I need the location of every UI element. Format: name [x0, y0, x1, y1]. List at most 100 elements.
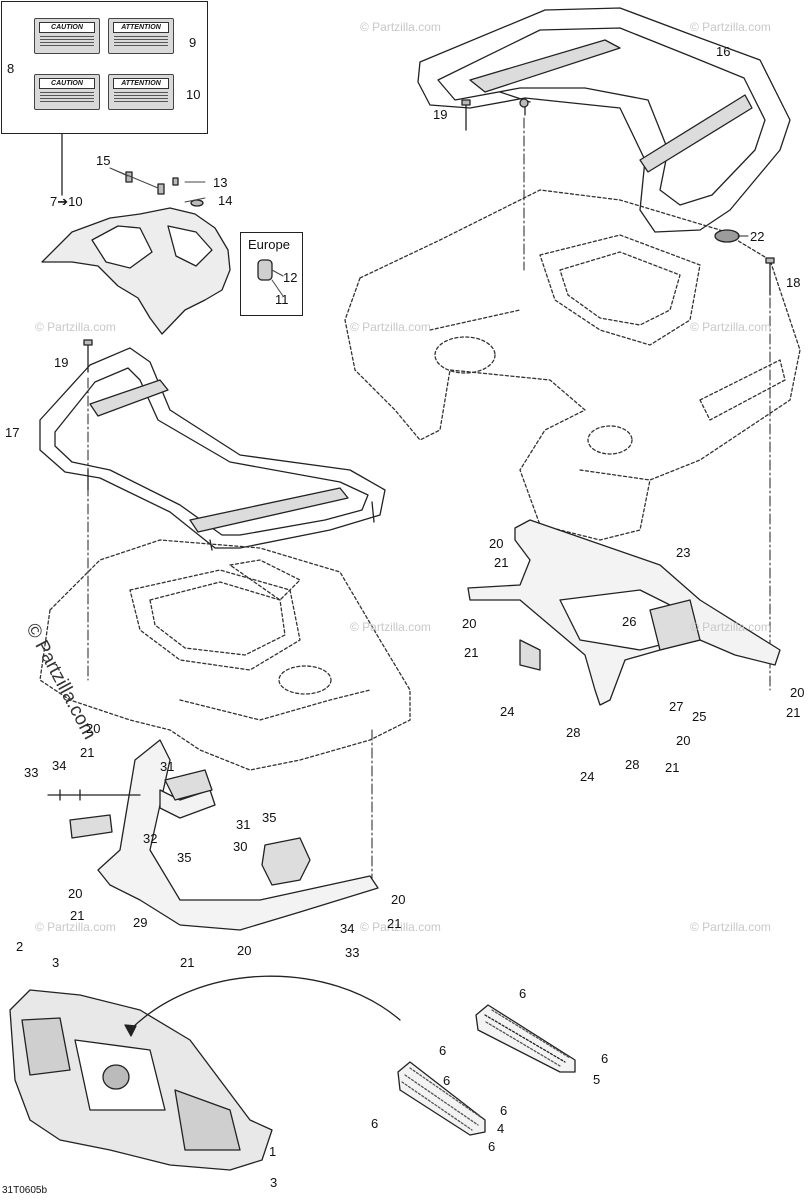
callout-16: 16: [716, 44, 731, 59]
callout-28: 28: [625, 757, 640, 772]
callout-12: 12: [283, 270, 298, 285]
callout-27: 27: [669, 699, 684, 714]
callout-20: 20: [68, 886, 83, 901]
callout-19: 19: [433, 107, 448, 122]
caution-decal-bottom: CAUTION: [34, 74, 100, 110]
callout-35: 35: [177, 850, 192, 865]
callout-9: 9: [189, 35, 197, 50]
callout-19: 19: [54, 355, 69, 370]
caution-decal-top: CAUTION: [34, 18, 100, 54]
watermark: © Partzilla.com: [360, 920, 441, 934]
callout-21: 21: [70, 908, 85, 923]
callout-6: 6: [601, 1051, 609, 1066]
callout-4: 4: [497, 1121, 505, 1136]
rear-fender: [344, 189, 801, 541]
callout-20: 20: [462, 616, 477, 631]
callout-10: 10: [186, 87, 201, 102]
callout-32: 32: [143, 831, 158, 846]
callout-33: 33: [345, 945, 360, 960]
watermark: © Partzilla.com: [690, 320, 771, 334]
callout-28: 28: [566, 725, 581, 740]
callout-8: 8: [7, 61, 15, 76]
callout-20: 20: [676, 733, 691, 748]
callout-17: 17: [5, 425, 20, 440]
callout-6: 6: [519, 986, 527, 1001]
bolt-18: [765, 257, 775, 296]
bolt-19-left: [83, 339, 93, 373]
watermark: © Partzilla.com: [350, 620, 431, 634]
callout-6: 6: [443, 1073, 451, 1088]
front-frame: [69, 739, 379, 931]
callout-13: 13: [213, 175, 228, 190]
bolt-19-top: [461, 99, 471, 131]
figure-code: 31T0605b: [2, 1185, 48, 1196]
callout-20: 20: [489, 536, 504, 551]
europe-variant-box: Europe: [240, 232, 303, 316]
callout-18: 18: [786, 275, 801, 290]
callout-24: 24: [580, 769, 595, 784]
callout-2: 2: [16, 939, 24, 954]
decal-title: CAUTION: [39, 78, 95, 89]
watermark: © Partzilla.com: [350, 320, 431, 334]
callout-20: 20: [86, 721, 101, 736]
callout-26: 26: [622, 614, 637, 629]
callout-21: 21: [80, 745, 95, 760]
decal-text-lines: [40, 36, 94, 48]
watermark: © Partzilla.com: [690, 20, 771, 34]
callout-6: 6: [500, 1103, 508, 1118]
callout-5: 5: [593, 1072, 601, 1087]
callout-6: 6: [439, 1043, 447, 1058]
rear-rack: [417, 7, 791, 233]
callout-21: 21: [786, 705, 801, 720]
rear-frame: [467, 519, 781, 706]
front-bumper: [9, 989, 273, 1171]
callout-1: 1: [269, 1144, 277, 1159]
callout-31: 31: [236, 817, 251, 832]
watermark: © Partzilla.com: [360, 20, 441, 34]
callout-34: 34: [340, 921, 355, 936]
front-fender: [39, 539, 411, 771]
callout-22: 22: [750, 229, 765, 244]
callout-21: 21: [665, 760, 680, 775]
decal-text-lines: [114, 36, 168, 48]
callout-24: 24: [500, 704, 515, 719]
europe-label: Europe: [248, 237, 290, 252]
callout-20: 20: [237, 943, 252, 958]
bolt-33-left: [47, 789, 141, 801]
grille-lower: [397, 1061, 486, 1136]
decal-text-lines: [114, 92, 168, 104]
callout-31: 31: [160, 759, 175, 774]
callout-7-10: 7➔10: [50, 194, 83, 209]
decal-title: CAUTION: [39, 22, 95, 33]
cap-22: [714, 229, 740, 243]
callout-15: 15: [96, 153, 111, 168]
callout-11: 11: [275, 292, 289, 307]
decal-title: ATTENTION: [113, 78, 169, 89]
decal-title: ATTENTION: [113, 22, 169, 33]
callout-14: 14: [218, 193, 233, 208]
callout-21: 21: [464, 645, 479, 660]
callout-21: 21: [180, 955, 195, 970]
callout-20: 20: [790, 685, 805, 700]
callout-3: 3: [52, 955, 60, 970]
callout-34: 34: [52, 758, 67, 773]
callout-33: 33: [24, 765, 39, 780]
callout-29: 29: [133, 915, 148, 930]
decal-text-lines: [40, 92, 94, 104]
callout-6: 6: [371, 1116, 379, 1131]
front-cover-panel: [41, 207, 231, 335]
grille-upper: [475, 1004, 576, 1073]
callout-35: 35: [262, 810, 277, 825]
callout-20: 20: [391, 892, 406, 907]
watermark: © Partzilla.com: [690, 920, 771, 934]
callout-23: 23: [676, 545, 691, 560]
attention-decal-bottom: ATTENTION: [108, 74, 174, 110]
watermark: © Partzilla.com: [35, 320, 116, 334]
callout-21: 21: [387, 916, 402, 931]
callout-3: 3: [270, 1175, 278, 1190]
watermark: © Partzilla.com: [690, 620, 771, 634]
callout-25: 25: [692, 709, 707, 724]
decal-inset-box: [1, 1, 208, 134]
watermark: © Partzilla.com: [35, 920, 116, 934]
